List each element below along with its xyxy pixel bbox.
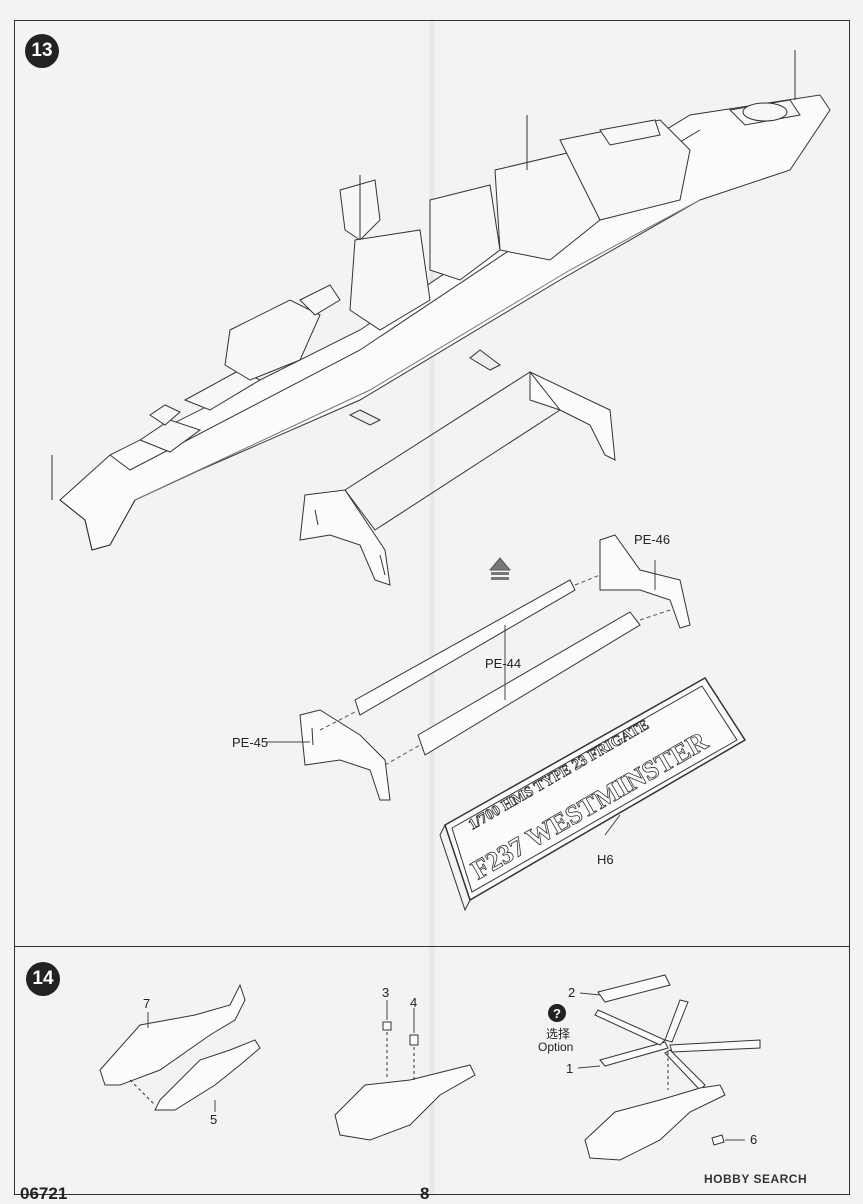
option-label-cn: 选择 xyxy=(546,1027,571,1041)
label-part-6: 6 xyxy=(750,1132,758,1147)
ship-hull-drawing xyxy=(59,94,831,551)
page-frame xyxy=(14,20,850,1195)
pe-46-part xyxy=(599,534,691,629)
plaque-text-group: 1/700 HMS TYPE 23 FRIGATE F237 WESTMINST… xyxy=(466,717,714,886)
display-stand-assembled xyxy=(299,371,616,586)
helicopter-rotor-drawing xyxy=(594,974,761,1091)
option-label-en: Option xyxy=(538,1040,574,1054)
page-fold xyxy=(428,20,436,1195)
product-code: 06721 xyxy=(20,1184,68,1203)
label-pe-44: PE-44 xyxy=(485,656,522,671)
label-part-1: 1 xyxy=(566,1061,574,1076)
pe-44-part-upper xyxy=(354,579,576,716)
page-number: 8 xyxy=(420,1184,430,1203)
label-part-5: 5 xyxy=(210,1112,218,1127)
step-13-badge: 13 xyxy=(25,34,59,68)
label-part-7: 7 xyxy=(143,996,151,1011)
label-part-4: 4 xyxy=(410,995,418,1010)
hobby-search-watermark: HOBBY SEARCH xyxy=(704,1172,808,1186)
ship-masts-drawing xyxy=(51,50,796,500)
step-divider xyxy=(14,946,850,947)
pe-45-part xyxy=(299,709,391,801)
helicopter-assembly-right-drawing xyxy=(584,1084,726,1161)
up-arrow-icon xyxy=(488,557,512,580)
h6-plaque-drawing xyxy=(439,676,747,912)
label-part-3: 3 xyxy=(382,985,390,1000)
helicopter-assembly-center-drawing xyxy=(334,1021,476,1141)
pe-44-part-lower xyxy=(417,611,641,756)
label-h6: H6 xyxy=(597,852,614,867)
label-pe-46: PE-46 xyxy=(634,532,671,547)
label-part-2: 2 xyxy=(568,985,576,1000)
step-14-badge: 14 xyxy=(26,962,60,996)
helicopter-fuselage-halves-drawing xyxy=(99,983,261,1111)
label-pe-45: PE-45 xyxy=(232,735,269,750)
question-icon: ? xyxy=(548,1004,566,1022)
